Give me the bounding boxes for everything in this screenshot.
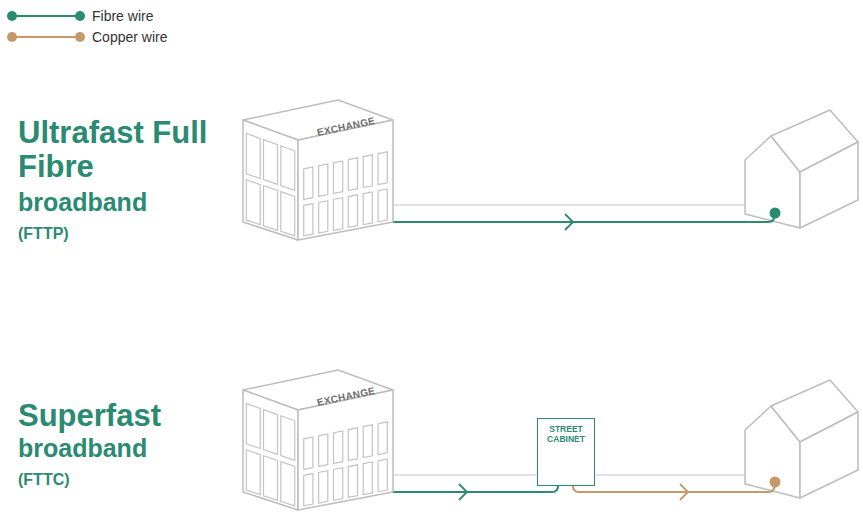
window — [348, 465, 357, 498]
building-wall — [243, 390, 298, 510]
house — [745, 110, 858, 228]
window — [348, 158, 357, 191]
window — [334, 431, 343, 464]
window — [378, 189, 387, 222]
window — [246, 133, 260, 178]
window — [281, 462, 295, 506]
window — [304, 204, 313, 236]
window — [363, 425, 372, 458]
window — [378, 152, 387, 185]
cabinet-label: STREET CABINET — [538, 419, 594, 444]
window — [264, 140, 278, 185]
window — [246, 450, 260, 495]
window — [319, 201, 328, 233]
legend-text: Fibre wire — [92, 8, 153, 24]
heading-label: Superfast — [18, 399, 233, 433]
window — [264, 186, 278, 231]
window — [304, 437, 313, 469]
street-cabinet: STREET CABINET — [537, 418, 595, 486]
window — [319, 471, 328, 503]
window — [304, 474, 313, 506]
window — [334, 468, 343, 501]
heading-label: Ultrafast Full Fibre — [18, 116, 233, 184]
window — [304, 167, 313, 199]
heading-label: (FTTC) — [18, 470, 233, 489]
window — [246, 403, 260, 448]
window — [363, 462, 372, 495]
exchange-building: EXCHANGE — [240, 95, 396, 245]
window — [319, 164, 328, 197]
window — [348, 428, 357, 461]
window — [334, 161, 343, 194]
window — [281, 146, 295, 191]
window — [281, 192, 295, 236]
legend-text: Copper wire — [92, 29, 167, 45]
window — [319, 434, 328, 467]
direction-chevron — [459, 484, 467, 500]
window — [363, 192, 372, 225]
window — [264, 410, 278, 455]
fibre-wire — [343, 208, 781, 231]
building-wall — [298, 390, 393, 510]
house — [745, 380, 858, 498]
copper-wire — [573, 462, 781, 500]
heading-label: (FTTP) — [18, 224, 233, 243]
heading-label: broadband — [18, 434, 233, 462]
window — [246, 180, 260, 225]
window — [281, 416, 295, 461]
legend-sample — [7, 11, 85, 42]
building-wall — [298, 120, 393, 240]
window — [348, 195, 357, 228]
window — [378, 459, 387, 492]
exchange-building: EXCHANGE — [240, 365, 396, 515]
ground-line — [392, 205, 745, 475]
window — [264, 456, 278, 501]
window — [334, 198, 343, 231]
window — [363, 155, 372, 188]
window — [378, 422, 387, 455]
heading-label: broadband — [18, 188, 233, 216]
building-wall — [243, 120, 298, 240]
